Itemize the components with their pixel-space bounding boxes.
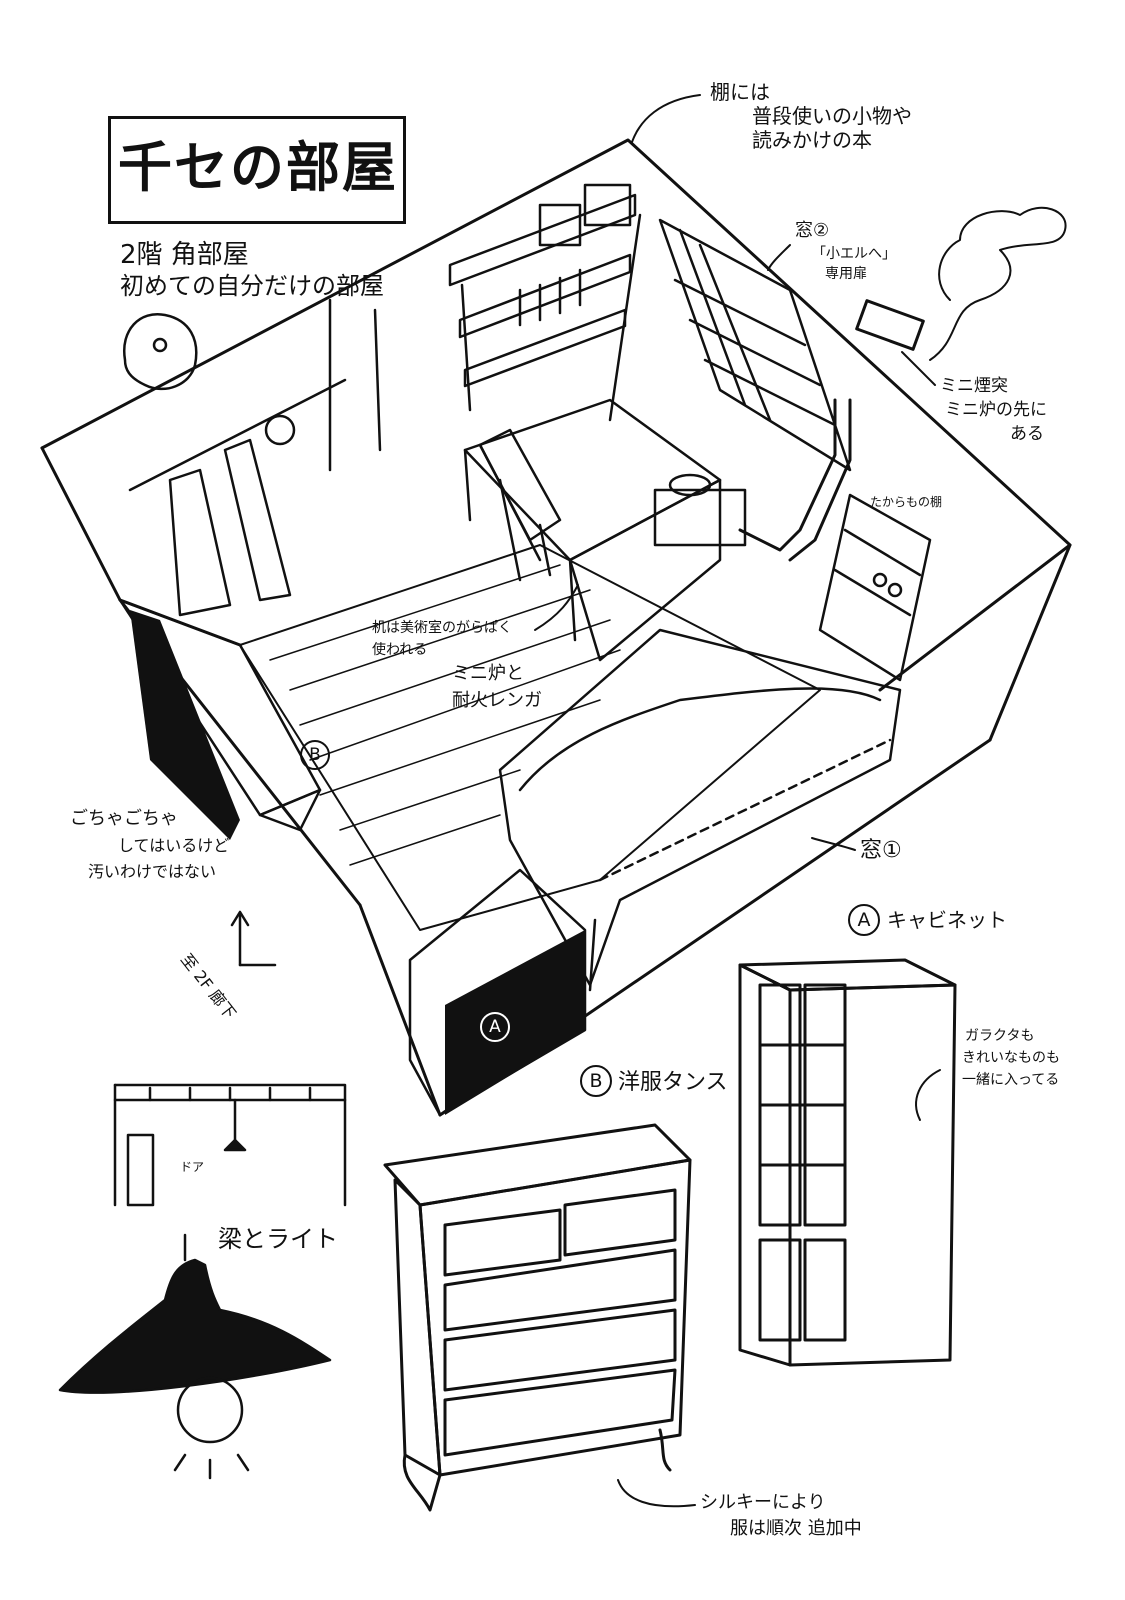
door-label: ドア <box>180 1160 205 1174</box>
note-shelf-3: 読みかけの本 <box>752 128 872 152</box>
subtitle-line2: 初めての自分だけの部屋 <box>120 272 384 300</box>
note-wardrobe-2: 服は順次 追加中 <box>730 1518 862 1539</box>
window-2 <box>608 213 852 472</box>
note-window2-sub1: 「小エルへ」 <box>812 246 896 262</box>
leader-lines <box>534 94 941 1508</box>
note-messy-2: してはいるけど <box>118 836 230 855</box>
note-chimney-2: ミニ炉の先に <box>945 400 1047 420</box>
note-chimney-1: ミニ煙突 <box>940 376 1008 396</box>
cabinet-title: キャビネット <box>887 908 1007 932</box>
note-treasure-shelf: たからもの棚 <box>870 495 943 509</box>
floorboards <box>269 564 621 866</box>
room-cabinet-a <box>408 868 587 1117</box>
treasure-shelf <box>818 493 932 682</box>
beam-sketch <box>113 1083 347 1207</box>
note-cabinet-2: きれいなものも <box>962 1050 1060 1066</box>
note-messy-1: ごちゃごちゃ <box>70 808 178 829</box>
note-messy-3: 汚いわけではない <box>88 862 217 881</box>
corridor-arrow <box>230 910 277 967</box>
marker-a-room: A <box>480 1012 510 1042</box>
smoke <box>929 206 1067 361</box>
note-window1: 窓① <box>860 838 902 863</box>
note-shelf-2: 普段使いの小物や <box>752 104 912 128</box>
note-desk-1: 机は美術室のがらぱく <box>372 620 512 636</box>
chimney-pipe <box>738 299 925 562</box>
marker-b-room: B <box>300 740 330 770</box>
character-doodle <box>122 312 198 391</box>
marker-a-cabinet: A <box>848 904 880 936</box>
page-title: 千セの部屋 <box>118 136 398 199</box>
chair <box>478 428 562 582</box>
note-stove-2: 耐火レンガ <box>452 690 542 711</box>
note-cabinet-1: ガラクタも <box>965 1028 1035 1044</box>
beam-title: 梁とライト <box>218 1225 338 1253</box>
mini-stove <box>653 473 747 547</box>
note-window2: 窓② <box>795 220 830 241</box>
lamp <box>58 1233 332 1480</box>
note-wardrobe-1: シルキーにより <box>700 1492 826 1513</box>
note-desk-2: 使われる <box>372 642 428 658</box>
note-shelf-1: 棚には <box>710 80 770 104</box>
bed <box>498 628 902 992</box>
subtitle-line1: 2階 角部屋 <box>120 240 249 270</box>
title-box <box>108 116 406 224</box>
note-chimney-3: ある <box>1010 424 1044 444</box>
cabinet-a-detail <box>738 958 957 1367</box>
marker-b-wardrobe: B <box>580 1065 612 1097</box>
shadow-panel <box>130 610 240 840</box>
clothes-rail <box>128 298 382 617</box>
room-wardrobe-b <box>118 598 322 832</box>
note-window2-sub2: 専用扉 <box>825 266 867 282</box>
dresser-b <box>383 1123 692 1512</box>
wardrobe-title: 洋服タンス <box>618 1070 728 1095</box>
note-stove-1: ミニ炉と <box>452 663 524 684</box>
note-cabinet-3: 一緒に入ってる <box>962 1072 1060 1088</box>
